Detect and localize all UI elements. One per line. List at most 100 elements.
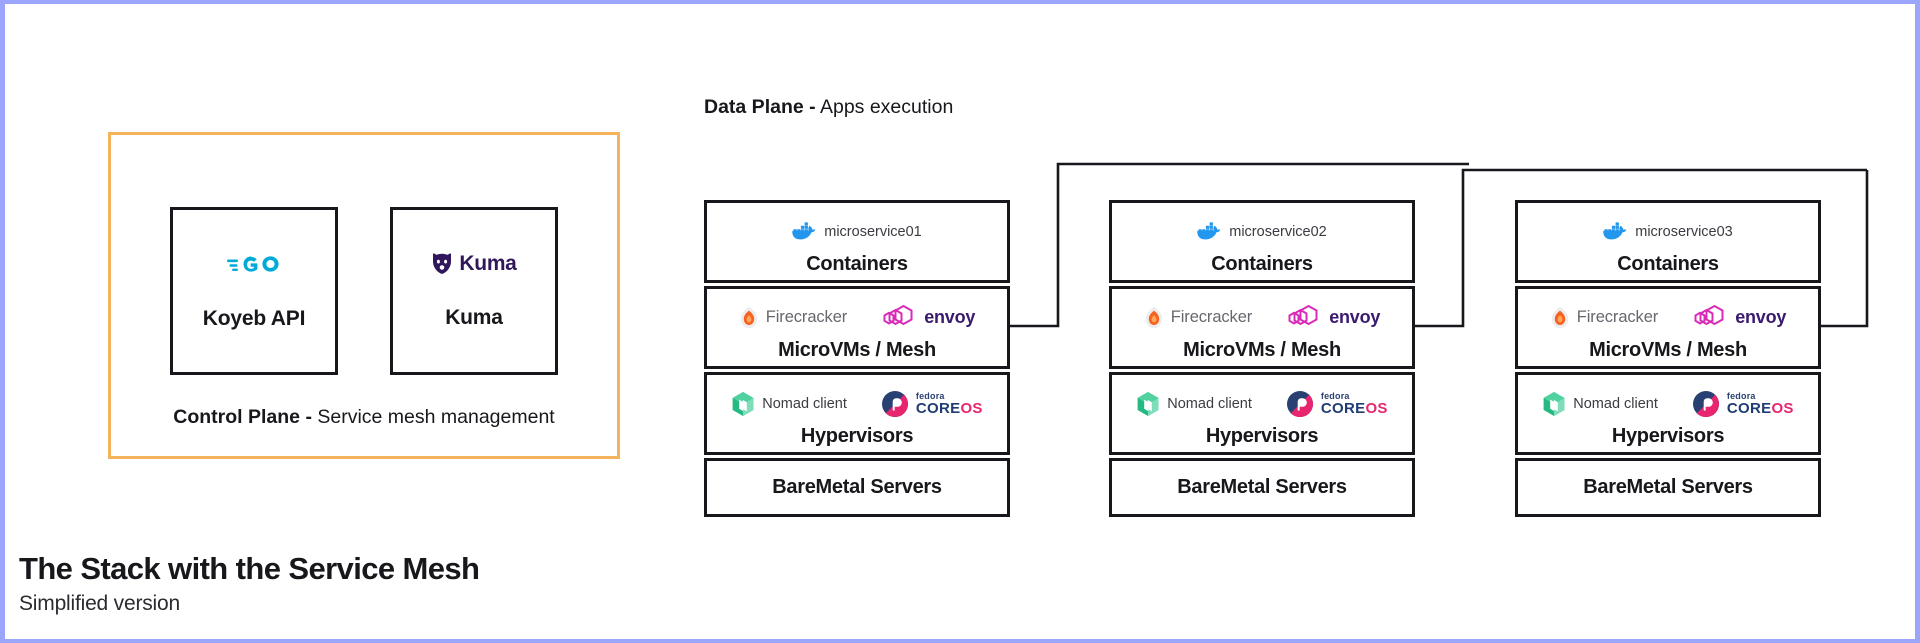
coreos-core-part: CORE	[915, 399, 961, 417]
envoy-label: envoy	[1735, 307, 1787, 327]
fedora-label: fedora	[1726, 390, 1756, 401]
data-plane-stack: microservice03 Containers Firecracker	[1515, 200, 1821, 517]
fedora-coreos-icon	[1286, 390, 1313, 417]
control-plane-card-label: Koyeb API	[202, 307, 306, 330]
layer-title: Containers	[806, 252, 908, 275]
control-plane-caption-rest: Service mesh management	[311, 406, 555, 428]
fedora-coreos-icon-pair: fedora COREOS	[1692, 390, 1794, 418]
layer-title: BareMetal Servers	[1583, 476, 1753, 498]
layer-icon-row: Firecracker envoy	[1550, 304, 1786, 332]
page-title: The Stack with the Service Mesh	[19, 551, 480, 586]
fedora-label: fedora	[1320, 390, 1350, 401]
firecracker-icon	[1145, 306, 1162, 328]
coreos-os-part: OS	[960, 399, 983, 417]
data-plane-stack: microservice01 Containers Firecracker	[704, 200, 1010, 517]
layer-baremetal-servers[interactable]: BareMetal Servers	[704, 458, 1010, 517]
coreos-core-part: CORE	[1726, 399, 1772, 417]
firecracker-icon-pair: Firecracker	[1550, 306, 1658, 330]
fedora-coreos-icon	[881, 390, 908, 417]
coreos-label: COREOS	[1321, 401, 1388, 416]
fedora-coreos-icon-pair: fedora COREOS	[881, 390, 983, 418]
layer-title: MicroVMs / Mesh	[1183, 338, 1341, 361]
layer-hypervisors[interactable]: Nomad client fedora COREOS Hypervisors	[704, 372, 1010, 455]
control-plane-cards: Koyeb API Kuma Kuma	[111, 135, 617, 375]
layer-title: BareMetal Servers	[772, 476, 942, 498]
layer-hypervisors[interactable]: Nomad client fedora COREOS Hypervisors	[1109, 372, 1415, 455]
firecracker-icon	[1551, 306, 1568, 328]
fedora-coreos-wordmark: fedora COREOS	[1320, 390, 1388, 416]
firecracker-icon-pair: Firecracker	[739, 306, 847, 330]
firecracker-label: Firecracker	[1170, 308, 1253, 326]
fedora-coreos-icon-pair: fedora COREOS	[1286, 390, 1388, 418]
firecracker-icon-pair: Firecracker	[1144, 306, 1252, 330]
nomad-icon	[1137, 391, 1159, 416]
nomad-label: Nomad client	[1167, 395, 1252, 412]
layer-containers[interactable]: microservice01 Containers	[704, 200, 1010, 283]
docker-icon-pair: microservice01	[792, 221, 922, 242]
data-plane-caption-rest: Apps execution	[815, 96, 954, 118]
layer-hypervisors[interactable]: Nomad client fedora COREOS Hypervisors	[1515, 372, 1821, 455]
envoy-icon	[1288, 304, 1318, 325]
envoy-icon-pair: envoy	[881, 304, 975, 332]
docker-icon-pair: microservice03	[1603, 221, 1733, 242]
layer-title: MicroVMs / Mesh	[778, 338, 936, 361]
layer-title: MicroVMs / Mesh	[1589, 338, 1747, 361]
control-plane-box: Koyeb API Kuma Kuma Control Plane - Serv…	[108, 132, 620, 459]
layer-title: BareMetal Servers	[1177, 476, 1347, 498]
layer-icon-row: microservice01	[792, 218, 922, 246]
docker-icon-pair: microservice02	[1197, 221, 1327, 242]
layer-baremetal-servers[interactable]: BareMetal Servers	[1109, 458, 1415, 517]
kuma-logo-icon: Kuma	[431, 252, 517, 276]
data-plane-caption-bold: Data Plane -	[704, 96, 816, 118]
layer-microvms-mesh[interactable]: Firecracker envoy MicroVMs / Mesh	[1515, 286, 1821, 369]
envoy-icon	[1694, 304, 1724, 325]
firecracker-label: Firecracker	[765, 308, 848, 326]
layer-containers[interactable]: microservice03 Containers	[1515, 200, 1821, 283]
envoy-icon	[883, 304, 913, 325]
nomad-icon-pair: Nomad client	[731, 391, 847, 417]
envoy-label: envoy	[924, 307, 976, 327]
layer-icon-row: Nomad client fedora COREOS	[731, 390, 982, 418]
control-plane-caption: Control Plane - Service mesh management	[111, 406, 617, 429]
docker-service-label: microservice01	[824, 223, 922, 240]
go-logo-icon	[227, 251, 281, 277]
layer-icon-row: microservice02	[1197, 218, 1327, 246]
layer-containers[interactable]: microservice02 Containers	[1109, 200, 1415, 283]
layer-microvms-mesh[interactable]: Firecracker envoy MicroVMs / Mesh	[704, 286, 1010, 369]
coreos-label: COREOS	[916, 401, 983, 416]
layer-title: Containers	[1211, 252, 1313, 275]
envoy-icon-pair: envoy	[1286, 304, 1380, 332]
nomad-icon-pair: Nomad client	[1542, 391, 1658, 417]
envoy-icon-pair: envoy	[1692, 304, 1786, 332]
kuma-logo-wordmark: Kuma	[459, 252, 517, 275]
nomad-icon	[1543, 391, 1565, 416]
layer-title: Containers	[1617, 252, 1719, 275]
docker-icon	[1603, 222, 1628, 240]
nomad-label: Nomad client	[762, 395, 847, 412]
coreos-label: COREOS	[1727, 401, 1794, 416]
data-plane-caption: Data Plane - Apps execution	[704, 96, 953, 119]
coreos-core-part: CORE	[1320, 399, 1366, 417]
layer-title: Hypervisors	[1611, 424, 1725, 447]
nomad-icon-pair: Nomad client	[1136, 391, 1252, 417]
fedora-label: fedora	[915, 390, 945, 401]
layer-baremetal-servers[interactable]: BareMetal Servers	[1515, 458, 1821, 517]
fedora-coreos-icon	[1692, 390, 1719, 417]
layer-title: Hypervisors	[800, 424, 914, 447]
layer-icon-row: Nomad client fedora COREOS	[1136, 390, 1387, 418]
control-plane-card-kuma[interactable]: Kuma Kuma	[390, 207, 558, 375]
nomad-label: Nomad client	[1573, 395, 1658, 412]
control-plane-card-label: Kuma	[445, 306, 503, 329]
control-plane-card-koyeb-api[interactable]: Koyeb API	[170, 207, 338, 375]
layer-icon-row: microservice03	[1603, 218, 1733, 246]
data-plane-stack: microservice02 Containers Firecracker	[1109, 200, 1415, 517]
control-plane-caption-bold: Control Plane -	[173, 406, 312, 428]
coreos-os-part: OS	[1771, 399, 1794, 417]
fedora-coreos-wordmark: fedora COREOS	[1726, 390, 1794, 416]
layer-microvms-mesh[interactable]: Firecracker envoy MicroVMs / Mesh	[1109, 286, 1415, 369]
docker-icon	[1197, 222, 1222, 240]
envoy-label: envoy	[1329, 307, 1381, 327]
layer-icon-row: Firecracker envoy	[1144, 304, 1380, 332]
layer-icon-row: Nomad client fedora COREOS	[1542, 390, 1793, 418]
